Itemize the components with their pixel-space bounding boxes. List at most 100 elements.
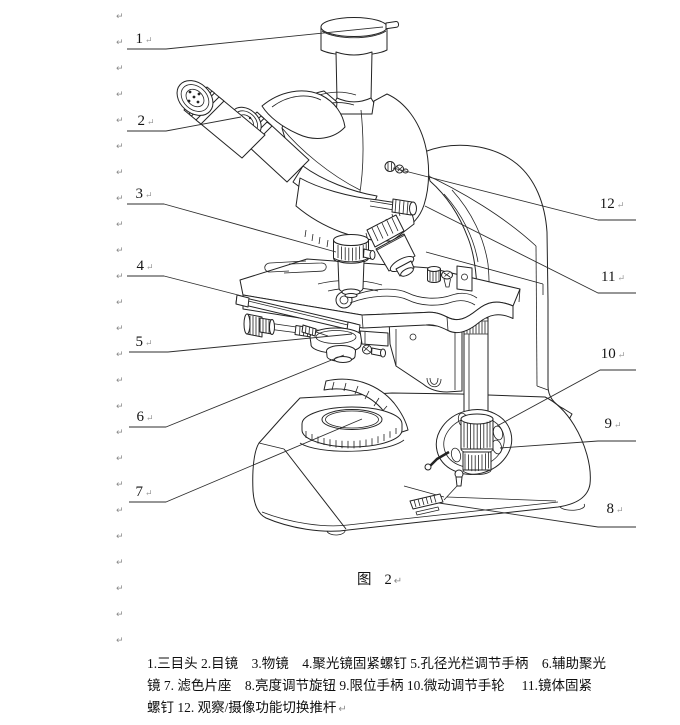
leader-line <box>127 275 243 297</box>
paragraph-mark: ↵ <box>116 64 124 74</box>
paragraph-mark: ↵ <box>116 480 124 490</box>
legend-line-2: 镜 7. 滤色片座 8.亮度调节旋钮 9.限位手柄 10.微动调节手轮 11.镜… <box>147 675 606 697</box>
figure-callouts: 1↵ 2↵ 3↵ 4↵ 5↵ 6↵ 7↵ 8↵ 9↵ 10↵ 11↵ 12↵ <box>127 26 636 528</box>
paragraph-mark: ↵ <box>116 350 124 360</box>
paragraph-mark: ↵ <box>116 402 124 412</box>
leader-line <box>392 167 636 221</box>
paragraph-mark: ↵ <box>116 90 124 100</box>
foot-pad-right <box>559 503 585 511</box>
callout-number: 4↵ <box>136 258 153 274</box>
callout-number: 12↵ <box>600 196 625 212</box>
condenser <box>301 324 389 363</box>
objective-vertical <box>333 234 376 298</box>
paragraph-mark: ↵ <box>116 194 124 204</box>
paragraph-mark: ↵ <box>116 636 124 646</box>
eyepiece-left <box>176 80 266 159</box>
focus-stop-screw <box>454 469 464 487</box>
callout-12: 12↵ <box>392 167 636 221</box>
paragraph-mark: ↵ <box>116 558 124 568</box>
stage-clip-screw <box>441 270 453 288</box>
slide-holder-cutouts <box>264 260 327 274</box>
paragraph-mark: ↵ <box>116 376 124 386</box>
condenser-lock-screw <box>362 344 386 358</box>
paragraph-mark: ↵ <box>116 532 124 542</box>
paragraph-mark: ↵ <box>116 38 124 48</box>
leader-line <box>499 440 636 449</box>
leader-line <box>438 502 636 528</box>
stage-bracket <box>456 265 473 292</box>
stage <box>239 258 521 334</box>
callout-number: 9↵ <box>604 416 621 432</box>
base <box>252 392 591 536</box>
filter-seat-knob <box>301 406 403 449</box>
legend-line-3: 螺钉 12. 观察/摄像功能切换推杆↵ <box>147 697 606 721</box>
paragraph-mark: ↵ <box>338 704 347 715</box>
callout-number: 8↵ <box>606 501 623 517</box>
leader-line <box>127 116 242 132</box>
callout-10: 10↵ <box>496 346 636 427</box>
paragraph-mark: ↵ <box>116 428 124 438</box>
brightness-thumbwheel <box>409 485 458 516</box>
legend-text: 螺钉 12. 观察/摄像功能切换推杆 <box>147 700 337 715</box>
paragraph-mark: ↵ <box>116 506 124 516</box>
callout-8: 8↵ <box>438 501 636 528</box>
callout-9: 9↵ <box>499 416 636 449</box>
leader-line <box>424 205 636 294</box>
arm-stage-edge <box>425 251 544 295</box>
callout-11: 11↵ <box>424 205 636 294</box>
binocular-eyepieces <box>176 80 310 183</box>
paragraph-mark: ↵ <box>116 116 124 126</box>
callout-2: 2↵ <box>127 113 242 132</box>
leader-line <box>129 333 353 353</box>
phototube-pin <box>385 21 399 30</box>
leader-line <box>127 26 384 50</box>
body-lock-screw <box>369 198 417 216</box>
fine-adjustment-knob <box>460 413 494 475</box>
leader-line <box>129 418 363 503</box>
callout-number: 10↵ <box>601 346 626 362</box>
aperture-lever <box>301 324 329 337</box>
caption-number: 2 <box>384 572 392 588</box>
paragraph-mark: ↵ <box>116 298 124 308</box>
caption-prefix: 图 <box>357 572 372 588</box>
paragraph-mark: ↵ <box>393 576 403 587</box>
paragraph-mark: ↵ <box>116 454 124 464</box>
callout-7: 7↵ <box>129 418 363 503</box>
paragraph-mark: ↵ <box>116 168 124 178</box>
callout-4: 4↵ <box>127 258 243 297</box>
callout-number: 3↵ <box>135 186 152 202</box>
paragraph-mark: ↵ <box>116 246 124 256</box>
figure-legend: 1.三目头 2.目镜 3.物镜 4.聚光镜固紧螺钉 5.孔径光栏调节手柄 6.辅… <box>147 653 606 721</box>
paragraph-mark: ↵ <box>116 584 124 594</box>
paragraph-mark: ↵ <box>116 142 124 152</box>
callout-number: 5↵ <box>135 334 152 350</box>
limit-lever <box>424 450 450 471</box>
callout-number: 6↵ <box>136 409 153 425</box>
leader-line <box>129 354 345 428</box>
paragraph-mark: ↵ <box>116 610 124 620</box>
phototube <box>320 17 399 119</box>
paragraph-mark: ↵ <box>116 272 124 282</box>
paragraph-mark: ↵ <box>116 12 124 22</box>
callout-1: 1↵ <box>127 26 384 50</box>
paragraph-mark: ↵ <box>116 324 124 334</box>
stage-clip-knob <box>427 266 441 283</box>
legend-text: 1.三目头 2.目镜 3.物镜 4.聚光镜固紧螺钉 5.孔径光栏调节手柄 6.辅… <box>147 656 606 671</box>
prism-housing <box>261 90 346 139</box>
leader-line <box>496 369 636 427</box>
foot-pad-left <box>326 529 346 536</box>
callout-number: 11↵ <box>601 269 625 285</box>
callout-number: 1↵ <box>135 31 152 47</box>
auxiliary-condenser-lens <box>326 345 356 363</box>
legend-line-1: 1.三目头 2.目镜 3.物镜 4.聚光镜固紧螺钉 5.孔径光栏调节手柄 6.辅… <box>147 653 606 675</box>
callout-6: 6↵ <box>129 354 345 428</box>
objective-angled <box>366 214 416 277</box>
callout-number: 7↵ <box>135 484 152 500</box>
condenser-bracket <box>359 330 389 347</box>
leader-line <box>127 203 337 253</box>
callout-5: 5↵ <box>129 333 353 353</box>
callout-number: 2↵ <box>137 113 154 129</box>
